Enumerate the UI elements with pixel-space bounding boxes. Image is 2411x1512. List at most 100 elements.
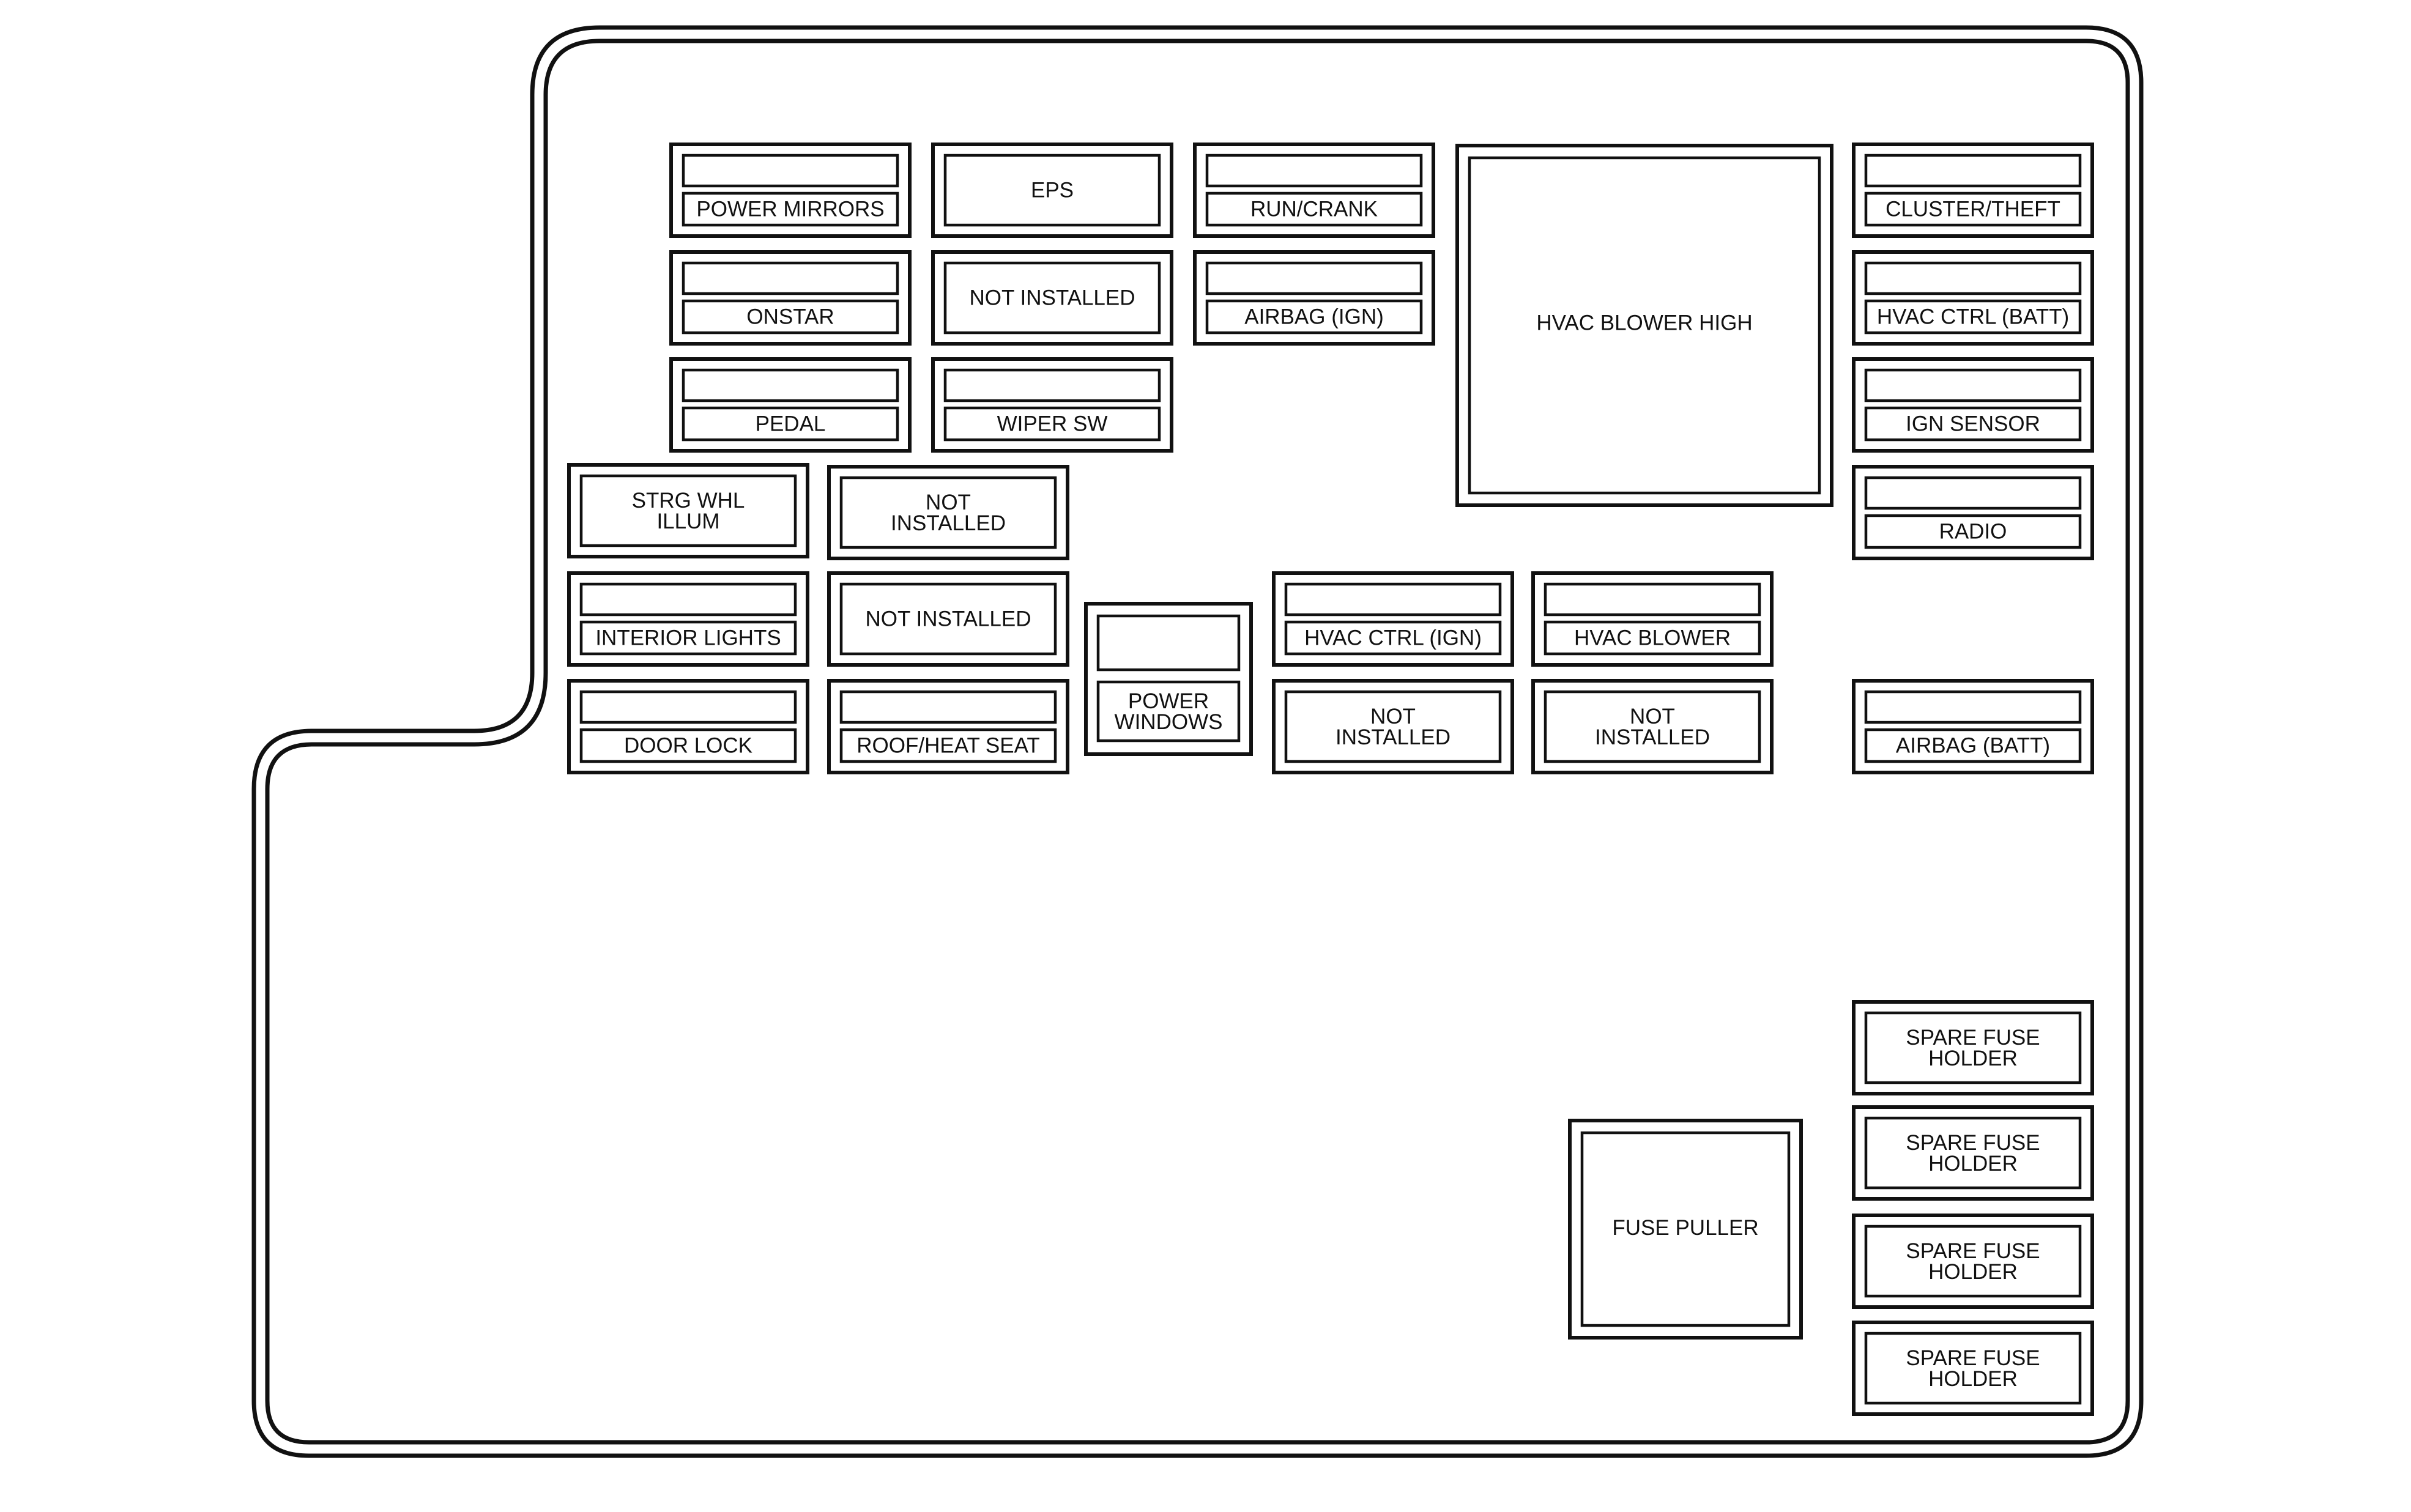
spare-fuse-holder-inner xyxy=(1864,1332,2082,1405)
fuse-label: PEDAL xyxy=(756,412,826,436)
fuse-ign-sensor: IGN SENSOR xyxy=(1852,357,2094,453)
fuse-label-line-2: INSTALLED xyxy=(1336,725,1451,749)
fuse-onstar: ONSTAR xyxy=(669,250,912,346)
fuse-slot xyxy=(579,582,797,617)
fuse-label: AIRBAG (BATT) xyxy=(1896,734,2050,758)
fuse-label-box xyxy=(943,154,1161,227)
fuse-pedal: PEDAL xyxy=(669,357,912,453)
fuse-slot xyxy=(682,154,899,188)
fuse-label: WIPER SW xyxy=(997,412,1108,436)
fuse-slot xyxy=(1864,154,2082,188)
fuse-label-box xyxy=(682,406,899,442)
fuse-label: CLUSTER/THEFT xyxy=(1885,198,2060,221)
fuse-airbag-ign: AIRBAG (IGN) xyxy=(1193,250,1435,346)
fuse-slot xyxy=(1205,261,1423,295)
fuse-label: ROOF/HEAT SEAT xyxy=(856,734,1039,758)
fuse-label-box xyxy=(1864,406,2082,442)
fuse-slot xyxy=(1864,368,2082,402)
fuse-slot xyxy=(1205,154,1423,188)
fuse-puller-label: FUSE PULLER xyxy=(1612,1216,1758,1240)
fuse-label-box xyxy=(1864,299,2082,335)
fuse-label-box xyxy=(579,474,797,547)
fuse-label-box xyxy=(579,728,797,763)
fuse-slot xyxy=(682,261,899,295)
fuse-label: AIRBAG (IGN) xyxy=(1244,305,1384,329)
fuse-slot xyxy=(1864,261,2082,295)
fuse-label: DOOR LOCK xyxy=(624,734,752,758)
spare-fuse-holder-label-line-1: SPARE FUSE xyxy=(1906,1026,2040,1050)
fuse-label-line-2: WINDOWS xyxy=(1115,710,1223,734)
fuse-puller: FUSE PULLER xyxy=(1568,1119,1803,1340)
fuse-hvac-ctrl-batt: HVAC CTRL (BATT) xyxy=(1852,250,2094,346)
fuse-label-line-1: POWER xyxy=(1128,689,1209,713)
fuse-label: HVAC CTRL (IGN) xyxy=(1304,626,1482,650)
fuse-not-installed-1: NOT INSTALLED xyxy=(931,250,1173,346)
fuse-run-crank: RUN/CRANK xyxy=(1193,143,1435,238)
relay-inner xyxy=(1468,156,1821,495)
fuse-slot xyxy=(682,368,899,402)
fuse-wiper-sw: WIPER SW xyxy=(931,357,1173,453)
spare-fuse-holder-inner xyxy=(1864,1116,2082,1190)
spare-fuse-holder-label-line-2: HOLDER xyxy=(1928,1152,2018,1176)
spare-fuse-holder-inner xyxy=(1864,1011,2082,1084)
fuse-label: HVAC CTRL (BATT) xyxy=(1877,305,2069,329)
spare-fuse-holder-label-line-1: SPARE FUSE xyxy=(1906,1131,2040,1155)
fuse-label: POWER MIRRORS xyxy=(696,198,884,221)
fuse-label-line-2: INSTALLED xyxy=(1595,725,1710,749)
fuse-slot xyxy=(839,690,1057,724)
fuse-label-box xyxy=(1205,299,1423,335)
fuse-label: HVAC BLOWER xyxy=(1574,626,1731,650)
fuse-label-box xyxy=(1864,514,2082,549)
fuse-not-installed-3: NOT INSTALLED xyxy=(827,571,1069,667)
relay-hvac-blower-high: HVAC BLOWER HIGH xyxy=(1455,144,1833,507)
fuse-block-outline-inner xyxy=(265,39,2130,1445)
fuse-hvac-ctrl-ign: HVAC CTRL (IGN) xyxy=(1272,571,1514,667)
fuse-puller-inner xyxy=(1580,1131,1791,1327)
fuse-roof-heat-seat: ROOF/HEAT SEAT xyxy=(827,679,1069,774)
fuse-label-box xyxy=(943,406,1161,442)
fuse-label-box xyxy=(1864,191,2082,227)
spare-fuse-holder-label-line-1: SPARE FUSE xyxy=(1906,1239,2040,1263)
fuse-label-box xyxy=(1096,680,1241,743)
fuse-slot xyxy=(1544,582,1761,617)
spare-fuse-holder-label-line-2: HOLDER xyxy=(1928,1367,2018,1391)
fuse-label-box xyxy=(839,476,1057,549)
spare-fuse-holder-label-line-1: SPARE FUSE xyxy=(1906,1346,2040,1370)
fuse-hvac-blower: HVAC BLOWER xyxy=(1531,571,1774,667)
fuse-cluster-theft: CLUSTER/THEFT xyxy=(1852,143,2094,238)
fuse-label-box xyxy=(682,299,899,335)
fuse-slot xyxy=(1864,476,2082,510)
fuse-label-box xyxy=(1205,191,1423,227)
fuse-label-box xyxy=(839,728,1057,763)
fuse-interior-lights: INTERIOR LIGHTS xyxy=(567,571,809,667)
fuse-label-line-1: NOT xyxy=(1630,705,1675,728)
fuse-block-outline-outer xyxy=(251,25,2144,1458)
fuse-label: IGN SENSOR xyxy=(1906,412,2040,436)
fuse-label: RUN/CRANK xyxy=(1250,198,1378,221)
fuse-label-line-2: INSTALLED xyxy=(891,511,1006,535)
fuse-label-box xyxy=(1544,690,1761,763)
fuse-label-box xyxy=(943,261,1161,335)
fuse-label: INTERIOR LIGHTS xyxy=(595,626,781,650)
fuse-radio: RADIO xyxy=(1852,465,2094,560)
fuse-label: NOT INSTALLED xyxy=(866,607,1031,631)
fuse-label-line-2: ILLUM xyxy=(656,510,719,533)
fuse-slot xyxy=(1096,614,1241,672)
